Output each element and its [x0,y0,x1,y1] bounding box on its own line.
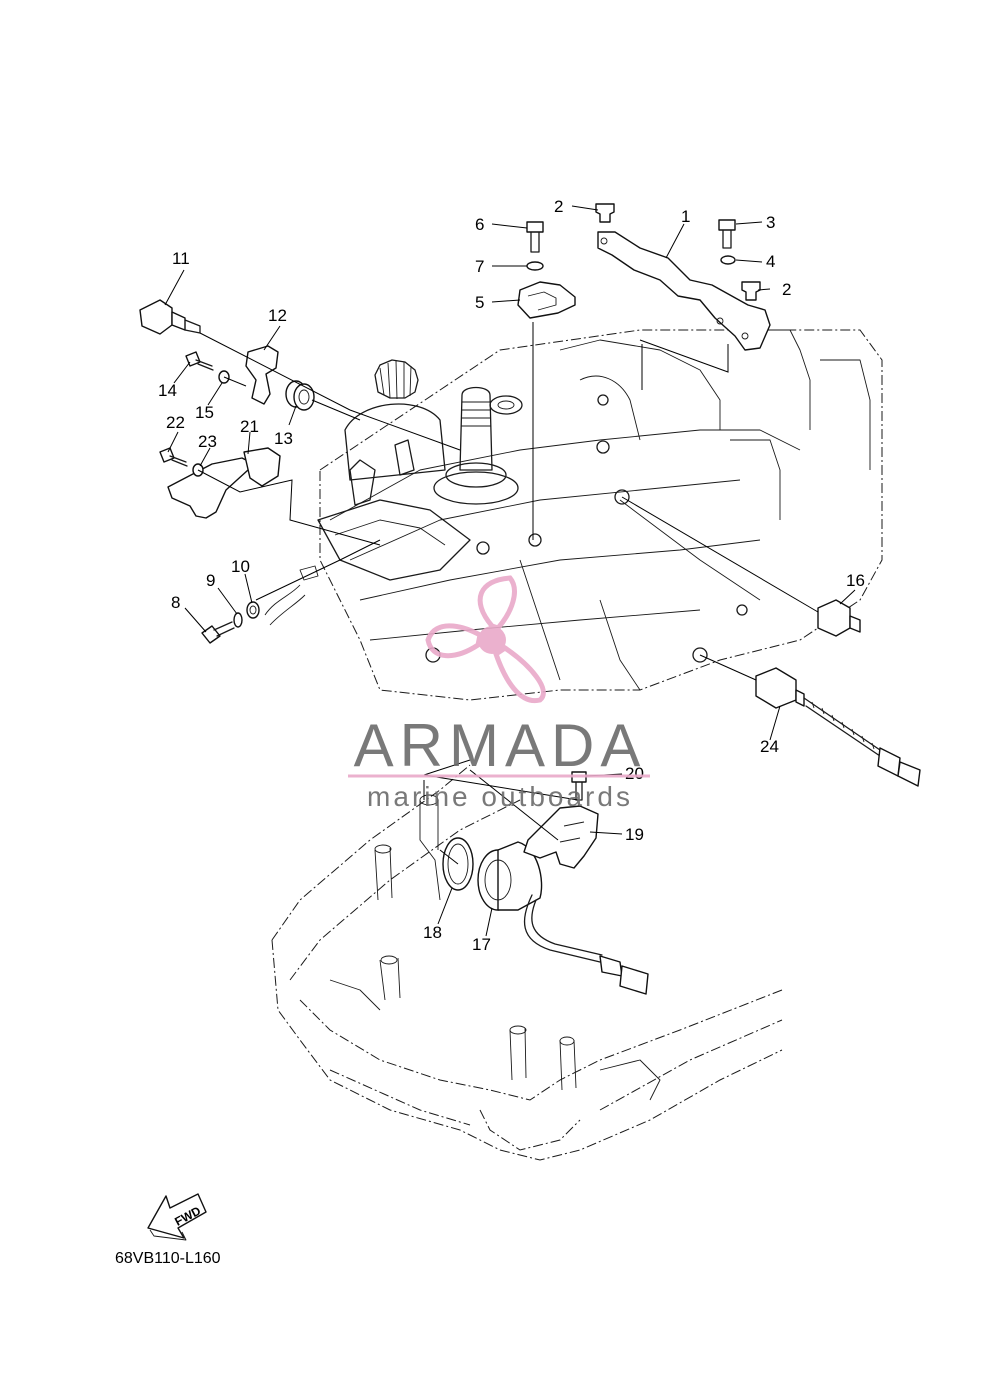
callout-15: 15 [195,403,214,422]
part-14-bolt [185,351,214,371]
callout-22: 22 [166,413,185,432]
callout-2: 2 [554,197,563,216]
callout-14: 14 [158,381,177,400]
watermark-brand: ARMADA [354,712,647,779]
propeller-logo [425,575,546,704]
callout-10: 10 [231,557,250,576]
callout-9: 9 [206,571,215,590]
part-8-bolt [201,621,235,644]
callout-16: 16 [846,571,865,590]
callout-5: 5 [475,293,484,312]
part-22-bolt [159,447,188,467]
part-1-bracket [597,231,771,351]
callout-13: 13 [274,429,293,448]
assembly-lines [197,322,819,865]
part-6-bolt [526,221,544,253]
watermark-tagline: marine outboards [367,781,633,812]
callout-leaders [164,205,856,937]
callout-20: 20 [625,764,644,783]
callout-11: 11 [172,249,190,268]
part-11-sensor [139,299,201,335]
engine-block [317,329,883,701]
part-10-washer [246,601,260,619]
part-16-sensor [817,599,861,637]
part-24-sensor [755,667,921,787]
part-12-clip [245,345,279,405]
part-2-grommet [595,203,761,301]
callout-18: 18 [423,923,442,942]
part-21-bracket [167,457,251,519]
part-13-grommet [285,380,315,411]
callout-19: 19 [625,825,644,844]
callout-7: 7 [475,257,484,276]
part-9-washer [233,612,243,628]
callout-21: 21 [240,417,259,436]
callout-23: 23 [198,432,217,451]
part-4-washer [720,255,736,265]
callout-4: 4 [766,252,775,271]
callout-24: 24 [760,737,779,756]
callout-8: 8 [171,593,180,612]
part-17-sensor [477,841,649,995]
part-5-coupler [517,281,576,319]
callout-12: 12 [268,306,287,325]
watermark: ARMADA marine outboards [348,575,650,812]
bottom-cowling [271,764,783,1161]
diagram-code: 68VB110-L160 [115,1250,221,1267]
callout-17: 17 [472,935,491,954]
part-3-bolt [718,219,736,249]
callout-labels: 1 2 2 3 4 5 6 7 8 9 10 11 12 13 14 15 16… [158,197,865,954]
callout-3: 3 [766,213,775,232]
fwd-arrow: FWD [147,1193,207,1241]
part-7-washer [526,261,544,271]
callout-2: 2 [782,280,791,299]
part-19-holder [523,805,599,869]
callout-6: 6 [475,215,484,234]
callout-1: 1 [681,207,690,226]
